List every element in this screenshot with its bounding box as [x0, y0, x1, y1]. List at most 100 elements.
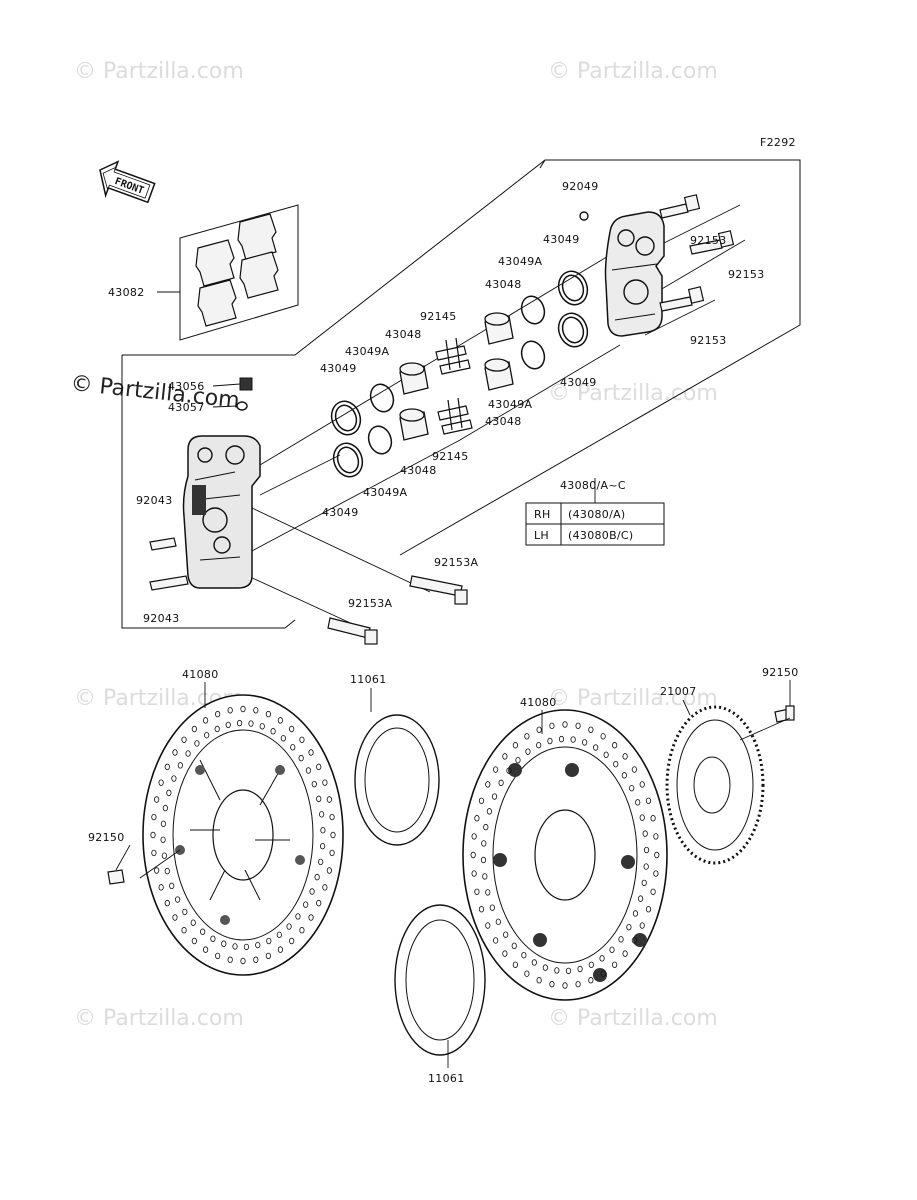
vent-hole [265, 952, 271, 960]
vent-hole [191, 725, 197, 733]
part-label: 92043 [143, 612, 180, 625]
vent-hole [248, 720, 254, 727]
vent-hole [298, 754, 304, 762]
vent-hole [515, 756, 521, 764]
vent-hole [502, 950, 508, 957]
vent-hole [299, 927, 305, 934]
vent-hole [150, 831, 156, 839]
vent-hole [638, 895, 644, 902]
front-arrow-icon: FRONT [99, 160, 156, 204]
vent-hole [308, 914, 314, 921]
vent-hole [243, 943, 250, 951]
table-side-lh: LH [534, 529, 549, 542]
vent-hole [549, 722, 555, 730]
vent-hole [277, 946, 283, 953]
vent-hole [503, 931, 509, 938]
vent-hole [151, 849, 157, 857]
vent-hole [485, 781, 491, 788]
vent-hole [200, 928, 206, 935]
vent-hole [474, 815, 480, 822]
vent-hole [588, 726, 594, 733]
part-label: 43048 [400, 464, 437, 477]
vent-hole [471, 870, 477, 877]
part-label: 11061 [350, 673, 387, 686]
bolt-icon [107, 194, 795, 885]
vent-hole [547, 737, 553, 745]
vent-hole [629, 784, 635, 792]
vent-hole [225, 721, 231, 729]
gasket-icon [394, 904, 486, 1056]
vent-hole [280, 735, 286, 742]
vent-hole [570, 736, 576, 743]
seal-ring-icon [330, 270, 589, 478]
vent-hole [311, 780, 317, 788]
vent-hole [536, 977, 542, 984]
vent-hole [645, 797, 652, 804]
vent-hole [653, 870, 659, 877]
vent-hole [236, 719, 243, 727]
vent-hole [316, 763, 322, 771]
vent-hole [639, 781, 645, 788]
vent-hole [215, 952, 221, 960]
part-label: 43048 [485, 278, 522, 291]
gasket-icon [354, 714, 440, 846]
vent-hole [549, 980, 555, 988]
vent-hole [485, 889, 491, 896]
vent-hole [506, 767, 512, 774]
vent-hole [575, 722, 581, 730]
vent-hole [181, 736, 187, 743]
vent-hole [631, 766, 637, 773]
vent-hole [240, 705, 246, 713]
vent-hole [221, 940, 227, 947]
vent-hole [277, 717, 283, 724]
part-label: 41080 [520, 696, 557, 709]
vent-hole [290, 744, 296, 751]
vent-hole [276, 931, 282, 938]
vent-hole [191, 937, 197, 945]
vent-hole [169, 882, 175, 890]
vent-hole [182, 908, 188, 916]
vent-hole [485, 922, 491, 929]
vent-hole [531, 959, 537, 966]
table-side-rh: RH [534, 508, 551, 521]
vent-hole [320, 827, 326, 834]
watermark: © Partzilla.com [74, 59, 244, 84]
right-caliper-icon [604, 211, 665, 337]
vent-hole [622, 753, 628, 760]
vent-hole [521, 951, 527, 959]
brake-pads-group: 43082 [108, 204, 299, 341]
vent-hole [295, 913, 301, 920]
part-label: 92145 [432, 450, 469, 463]
vent-hole [621, 772, 627, 779]
vent-hole [158, 884, 164, 891]
vent-hole [474, 888, 480, 895]
vent-hole [536, 726, 542, 733]
vent-hole [164, 763, 170, 771]
leader-lines [115, 680, 791, 1068]
vent-hole [289, 725, 295, 733]
part-label: 92145 [420, 310, 457, 323]
vent-hole [314, 873, 320, 881]
vent-hole [253, 956, 259, 963]
vent-hole [654, 851, 660, 859]
bleeder-valve-icon [212, 377, 253, 411]
table-part-rh: (43080/A) [568, 508, 626, 521]
vent-hole [588, 977, 594, 984]
vent-hole [603, 751, 609, 759]
vent-hole [481, 840, 487, 847]
vent-hole [641, 879, 647, 887]
part-label: 43048 [385, 328, 422, 341]
vent-hole [161, 852, 167, 859]
vent-hole [626, 923, 632, 931]
vent-hole [512, 742, 518, 749]
vent-hole [308, 749, 314, 756]
vent-hole [554, 967, 560, 974]
part-label: 92150 [762, 666, 799, 679]
vent-hole [643, 846, 650, 854]
vent-hole [171, 775, 177, 782]
vent-hole [524, 970, 530, 977]
part-label: 11061 [428, 1072, 465, 1085]
vent-hole [512, 961, 518, 968]
vent-hole [172, 749, 178, 756]
disc-holes [150, 705, 336, 965]
